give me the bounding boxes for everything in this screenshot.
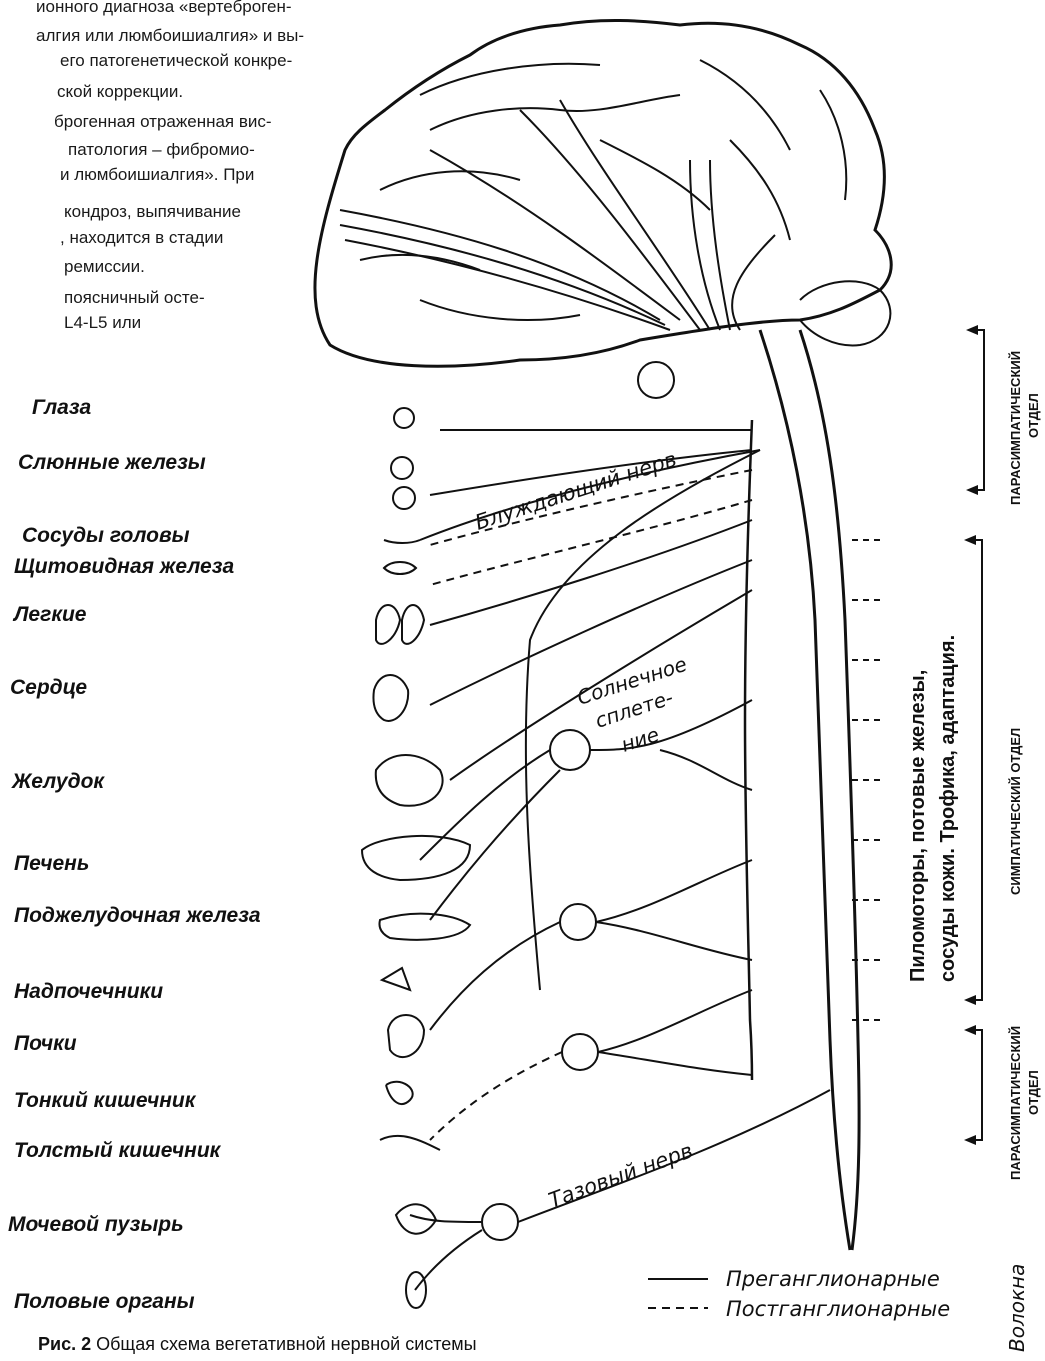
arrowhead (964, 995, 976, 1005)
solar-plexus-label: ние (618, 722, 662, 757)
arrowhead (964, 535, 976, 545)
figure-caption: Рис. 2 Общая схема вегетативной нервной … (38, 1334, 477, 1355)
brain-gyrus (600, 140, 710, 210)
arrowhead (964, 1135, 976, 1145)
superior-mesenteric-ganglion (560, 904, 596, 940)
brain-gyrus (420, 300, 580, 320)
lung-icon (376, 605, 400, 644)
legend-preganglionic-label: Преганглионарные (726, 1267, 940, 1291)
legend-fibers-label: Волокна (1005, 1264, 1029, 1352)
salivary-gland-icon (391, 457, 413, 479)
caption-prefix: Рис. 2 (38, 1334, 91, 1354)
ciliary-ganglion (638, 362, 674, 398)
parasympathetic-bottom-bracket (970, 1030, 982, 1140)
skin-effects-label: сосуды кожи. Трофика, адаптация. (937, 635, 959, 982)
parasympathetic-top-bracket (972, 330, 984, 490)
inferior-mesenteric-ganglion (562, 1034, 598, 1070)
legend-postganglionic-label: Постганглионарные (726, 1297, 950, 1321)
spinal-cord (760, 330, 850, 1250)
brain-gyrus (730, 140, 790, 240)
eye-icon (394, 408, 414, 428)
adrenal-icon (382, 968, 410, 990)
kidney-icon (388, 1015, 424, 1057)
brain-gyrus (820, 90, 846, 200)
brain-gyrus (430, 95, 680, 130)
arrowhead (964, 1025, 976, 1035)
brain-gyrus (380, 171, 520, 190)
lung-icon (402, 605, 424, 644)
stomach-icon (376, 755, 443, 806)
sympathetic-chain (745, 420, 752, 1080)
brain-gyrus (700, 60, 790, 150)
liver-icon (362, 836, 470, 880)
parasympathetic-bottom-label: ПАРАСИМПАТИЧЕСКИЙ (1008, 1026, 1023, 1180)
pancreas-icon (379, 914, 470, 940)
solar-plexus-ganglion (550, 730, 590, 770)
caption-text: Общая схема вегетативной нервной системы (91, 1334, 477, 1354)
arrowhead (966, 485, 978, 495)
brain-gyrus (360, 255, 480, 270)
pelvic-ganglion (482, 1204, 518, 1240)
head-vessel-icon (384, 540, 420, 543)
sympathetic-division-label: СИМПАТИЧЕСКИЙ ОТДЕЛ (1008, 728, 1023, 895)
skin-effects-label: Пиломоторы, потовые железы, (907, 670, 929, 982)
small-intestine-icon (386, 1082, 413, 1104)
spinal-cord (800, 330, 859, 1250)
parasympathetic-top-label: ПАРАСИМПАТИЧЕСКИЙ (1008, 351, 1023, 505)
parasympathetic-top-label: ОТДЕЛ (1026, 393, 1041, 438)
pelvic-nerve-label: Тазовый нерв (546, 1138, 696, 1212)
heart-icon (373, 675, 408, 721)
salivary-gland-icon (393, 487, 415, 509)
thyroid-icon (384, 562, 416, 574)
arrowhead (966, 325, 978, 335)
sympathetic-bracket (970, 540, 982, 1000)
brain-outline (315, 20, 891, 366)
parasympathetic-bottom-label: ОТДЕЛ (1026, 1070, 1041, 1115)
